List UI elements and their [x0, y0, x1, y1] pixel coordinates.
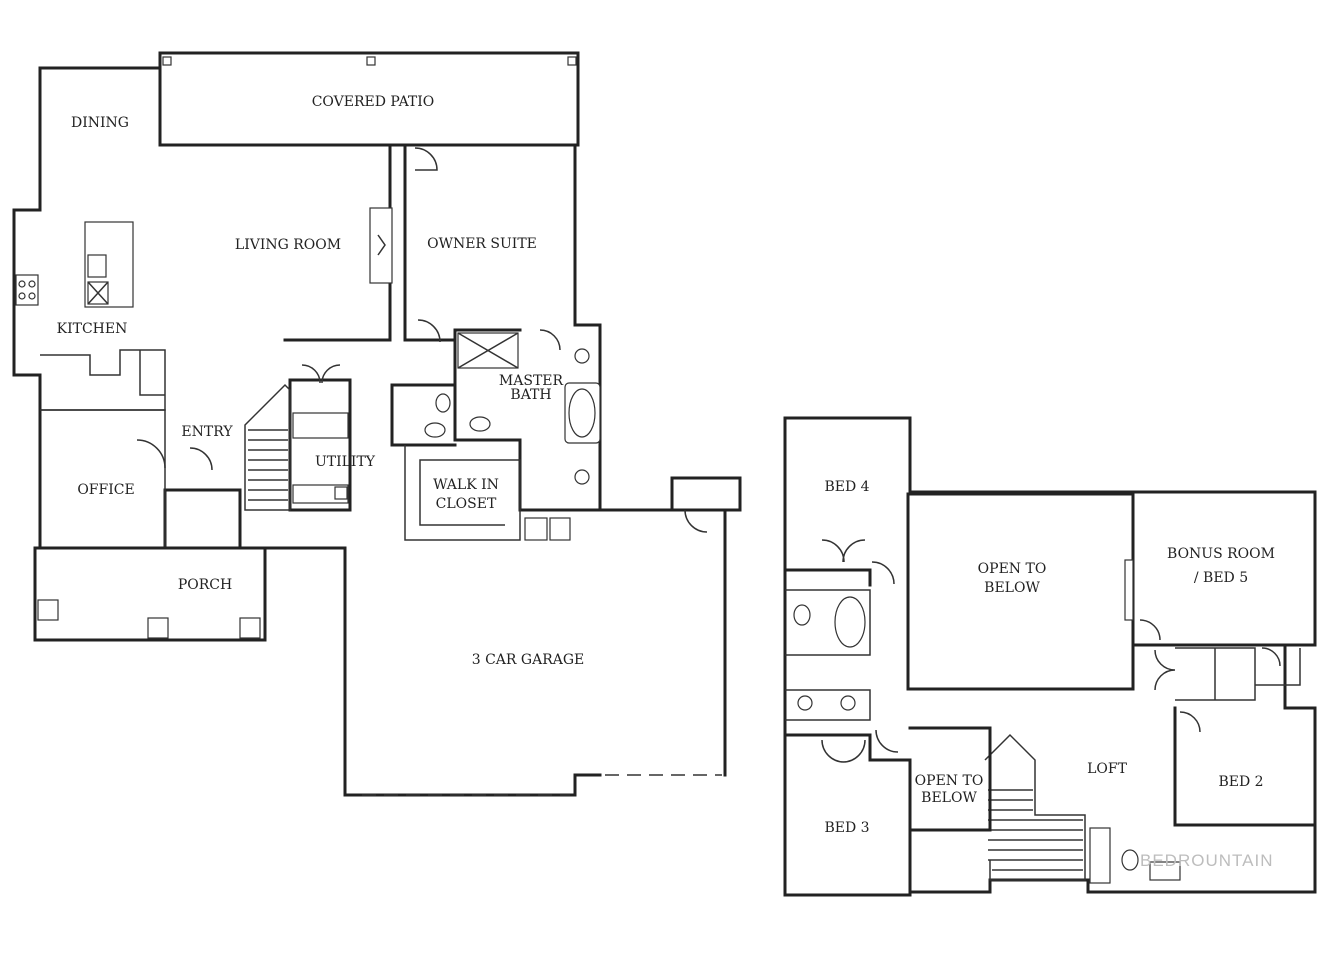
label-porch: PORCH [178, 577, 232, 593]
upper-floor [783, 416, 1317, 897]
fireplace [369, 207, 393, 284]
label-open-to-below-1: OPEN TO [978, 561, 1047, 577]
bonus-room-walls [1131, 492, 1287, 647]
label-walk-in-1: WALK IN [433, 477, 499, 493]
label-living-room: LIVING ROOM [235, 237, 341, 253]
label-covered-patio: COVERED PATIO [312, 94, 435, 110]
label-garage: 3 CAR GARAGE [472, 652, 585, 668]
label-walk-in-2: CLOSET [436, 496, 497, 512]
label-kitchen: KITCHEN [57, 321, 128, 337]
office-walls [40, 409, 166, 548]
label-bed3: BED 3 [824, 820, 869, 836]
bed3-walls [783, 733, 912, 897]
owner-suite-walls [390, 143, 602, 512]
bed2-walls [1173, 706, 1317, 827]
label-open-to-below-2: BELOW [984, 580, 1040, 596]
label-bed4: BED 4 [824, 479, 869, 495]
watermark-text: BEDROUNTAIN [1140, 851, 1273, 870]
kitchen-range [15, 274, 39, 306]
label-entry: ENTRY [181, 424, 233, 440]
label-open-to-below2-1: OPEN TO [915, 773, 984, 789]
walk-in-closet-walls [404, 445, 521, 541]
main-floor [12, 51, 742, 797]
label-bonus-1: BONUS ROOM [1167, 546, 1275, 562]
upper-bath-walls [785, 589, 871, 721]
porch-outline [33, 546, 267, 642]
label-bonus-2: / BED 5 [1194, 570, 1248, 586]
label-master-bath-2: BATH [510, 387, 551, 403]
garage-outline [343, 476, 742, 797]
label-owner-suite: OWNER SUITE [427, 236, 537, 252]
label-master-bath-1: MASTER [499, 373, 564, 389]
label-utility: UTILITY [315, 454, 376, 470]
label-loft: LOFT [1087, 761, 1127, 777]
open-to-below-small [908, 726, 992, 832]
main-stairs [244, 383, 291, 511]
label-dining: DINING [71, 115, 129, 131]
main-floor-outline [12, 66, 742, 550]
label-open-to-below2-2: BELOW [921, 790, 977, 806]
label-bed2: BED 2 [1218, 774, 1263, 790]
label-office: OFFICE [77, 482, 134, 498]
bed4-walls [783, 568, 872, 587]
upper-stairs [984, 733, 1086, 881]
kitchen-walls [40, 349, 166, 411]
